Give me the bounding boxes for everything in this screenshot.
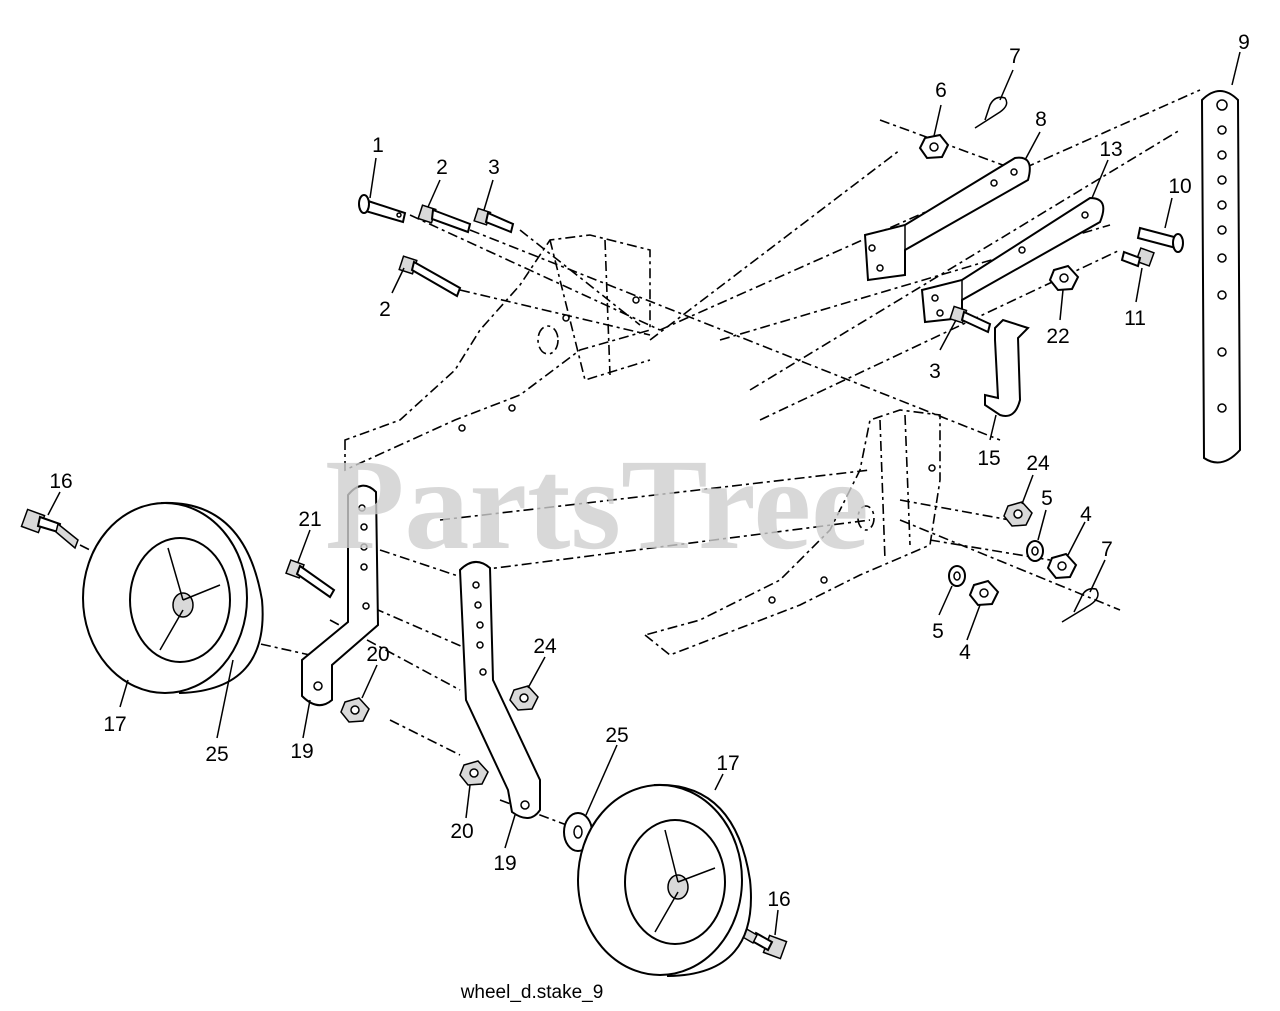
callout-label: 3 — [488, 156, 500, 179]
callout-label: 4 — [1080, 503, 1092, 526]
hex-nut-22 — [1048, 264, 1080, 292]
callout-label: 6 — [935, 79, 947, 102]
depth-stake-bar — [1200, 90, 1242, 464]
hex-nut-20-upper — [340, 697, 370, 723]
bolt-21 — [285, 559, 336, 599]
callout-label: 5 — [932, 620, 944, 643]
tiller-frame-left — [344, 234, 651, 472]
callout-label: 7 — [1009, 45, 1021, 68]
stake-clip — [984, 318, 1030, 417]
callout-label: 20 — [366, 643, 389, 666]
callout-label: 8 — [1035, 108, 1047, 131]
hair-pin-7-upper — [974, 96, 1008, 129]
bracket-plate-upper — [863, 156, 1031, 282]
callout-label: 17 — [103, 713, 126, 736]
lock-nut-24-right — [1003, 501, 1033, 527]
hex-nut-20-lower — [459, 760, 489, 786]
wheel-bracket-19-left — [301, 484, 380, 707]
lock-nut-24-left — [509, 685, 539, 711]
callout-label: 2 — [379, 298, 391, 321]
callout-label: 5 — [1041, 487, 1053, 510]
bolt-2-lower — [398, 255, 462, 298]
wheel-bracket-19-right — [458, 561, 541, 819]
callout-label: 13 — [1099, 138, 1122, 161]
callout-label: 10 — [1168, 175, 1191, 198]
callout-label: 17 — [716, 752, 739, 775]
diagram-caption: wheel_d.stake_9 — [460, 982, 604, 1003]
callout-label: 2 — [436, 156, 448, 179]
hex-nut-4-lower — [968, 579, 1000, 607]
callout-label: 20 — [450, 820, 473, 843]
callout-label: 1 — [372, 134, 384, 157]
callout-label: 25 — [205, 743, 228, 766]
callout-label: 24 — [533, 635, 557, 658]
callout-label: 21 — [298, 508, 321, 531]
bolt-11 — [1120, 247, 1155, 268]
bolt-2-upper — [417, 204, 472, 234]
callout-label: 15 — [977, 447, 1000, 470]
callout-label: 4 — [959, 641, 971, 664]
watermark: PartsTree — [325, 433, 869, 577]
tiller-frame-right — [643, 409, 941, 656]
washer-5-upper — [1026, 540, 1044, 562]
callout-label: 25 — [605, 724, 628, 747]
shoulder-bolt-16-left — [20, 508, 79, 550]
callout-label: 3 — [929, 360, 941, 383]
callout-label: 9 — [1238, 31, 1250, 54]
callout-label: 24 — [1026, 452, 1050, 475]
bolt-3-upper — [473, 207, 515, 234]
callout-label: 22 — [1046, 325, 1069, 348]
callout-label: 11 — [1124, 307, 1146, 330]
callout-label: 16 — [767, 888, 790, 911]
bolt-3-lower — [949, 305, 992, 334]
hex-nut-4-upper — [1046, 552, 1078, 580]
hair-pin-7-lower — [1061, 587, 1099, 623]
callout-label: 19 — [290, 740, 313, 763]
hex-nut-6 — [918, 133, 950, 160]
callout-leaders — [47, 51, 1241, 936]
callout-label: 19 — [493, 852, 516, 875]
callout-label: 16 — [49, 470, 72, 493]
callout-label: 7 — [1101, 538, 1113, 561]
washer-5-lower — [948, 565, 966, 587]
callout-labels: 1 2 2 3 3 4 4 5 5 6 7 7 8 9 10 11 13 15 … — [49, 31, 1250, 911]
wheel-17-right — [577, 783, 752, 978]
bracket-plate-lower — [920, 196, 1105, 324]
pin-10 — [1136, 226, 1184, 253]
wheel-17-left — [82, 501, 264, 695]
clevis-pin-1 — [358, 194, 407, 224]
